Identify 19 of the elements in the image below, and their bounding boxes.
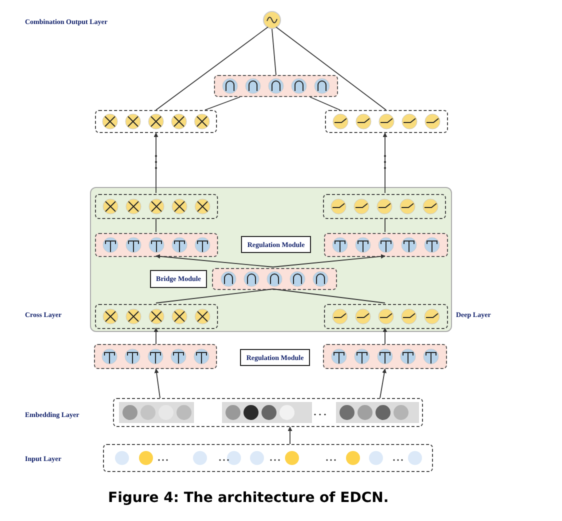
figure-caption: Figure 4: The architecture of EDCN. (108, 490, 389, 506)
arrow (156, 254, 274, 268)
arrow (288, 426, 292, 444)
connection-line (272, 28, 276, 76)
module-panel (90, 187, 452, 332)
connection-line (384, 218, 386, 232)
connection-line (276, 26, 386, 110)
connection-line (156, 26, 268, 110)
arrow (382, 328, 388, 344)
connection-line (272, 288, 386, 304)
connection-line (204, 96, 240, 110)
arrow (380, 368, 387, 398)
arrow (154, 132, 158, 194)
arrow (154, 328, 158, 344)
connection-line (156, 288, 274, 304)
arrow (382, 132, 388, 194)
output-neuron-icon (263, 11, 281, 29)
arrow (272, 254, 386, 268)
arrow (154, 368, 160, 398)
